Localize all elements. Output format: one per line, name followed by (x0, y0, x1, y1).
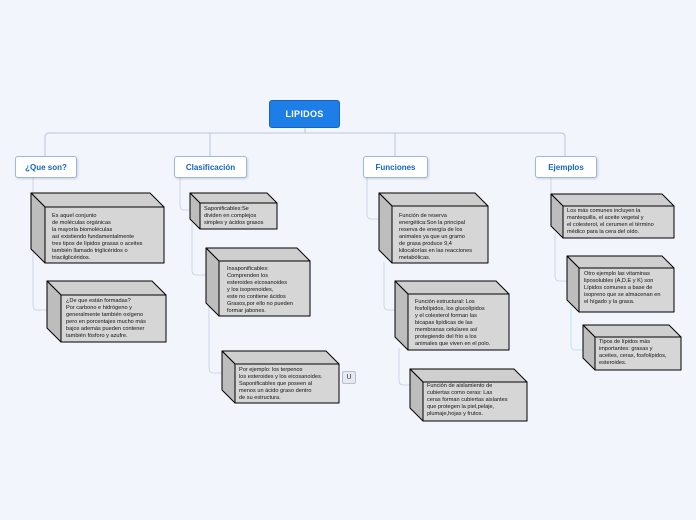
box-shape (550, 193, 675, 239)
attachment-icon[interactable]: U (342, 371, 356, 384)
box-shape (566, 255, 675, 313)
box-shape (582, 324, 682, 371)
node-funcion-reserva[interactable]: Función de reserva energética:Son la pri… (378, 192, 489, 264)
node-ejemplos-comunes[interactable]: Los más comunes incluyen la mantequilla,… (550, 193, 675, 239)
category-clasificacion[interactable]: Clasificación (174, 156, 247, 178)
node-text: Función de reserva energética:Son la pri… (399, 213, 473, 261)
box-shape (409, 368, 528, 422)
node-text: Función estructural: Los fosfolípidos, l… (415, 299, 491, 347)
node-funcion-aislamiento[interactable]: Función de aislamiento de cubiertas como… (409, 368, 528, 422)
box-shape (378, 192, 489, 264)
box-shape (221, 350, 340, 404)
node-funcion-estructural[interactable]: Función estructural: Los fosfolípidos, l… (394, 280, 510, 351)
box-shape (394, 280, 510, 351)
node-text: Función de aislamiento de cubiertas como… (427, 383, 508, 417)
node-text: Otro ejemplo las vitaminas liposolubles … (584, 271, 661, 305)
root-node-lipidos[interactable]: LIPIDOS (270, 101, 339, 127)
node-text: Saponificables:Se dividen en complejos s… (204, 206, 264, 226)
category-funciones[interactable]: Funciones (363, 156, 428, 178)
node-text: ¿De que están formadas? Por carbono e hi… (66, 298, 146, 339)
node-que-son-definicion[interactable]: Es aquel conjunto de moléculas orgánicas… (30, 192, 165, 264)
box-shape (189, 192, 278, 230)
box-shape (205, 247, 311, 317)
node-que-son-composicion[interactable]: ¿De que están formadas? Por carbono e hi… (46, 280, 167, 343)
node-text: Por ejemplo: los terpenos los esteroides… (239, 367, 323, 401)
node-text: Los más comunes incluyen la mantequilla,… (567, 208, 654, 235)
node-saponificables[interactable]: Saponificables:Se dividen en complejos s… (189, 192, 278, 230)
node-text: Tipos de lípidos más importantes: grasas… (599, 339, 667, 366)
node-text: Insaponificables: Comprenden los esteroi… (227, 266, 293, 314)
box-shape (30, 192, 165, 264)
category-ejemplos[interactable]: Ejemplos (535, 156, 597, 178)
node-text: Es aquel conjunto de moléculas orgánicas… (52, 213, 143, 261)
node-ejemplo-terpenos[interactable]: Por ejemplo: los terpenos los esteroides… (221, 350, 340, 404)
box-shape (46, 280, 167, 343)
node-insaponificables[interactable]: Insaponificables: Comprenden los esteroi… (205, 247, 311, 317)
node-tipos-lipidos[interactable]: Tipos de lípidos más importantes: grasas… (582, 324, 682, 371)
node-ejemplos-vitaminas[interactable]: Otro ejemplo las vitaminas liposolubles … (566, 255, 675, 313)
category-que-son[interactable]: ¿Que son? (15, 156, 77, 178)
